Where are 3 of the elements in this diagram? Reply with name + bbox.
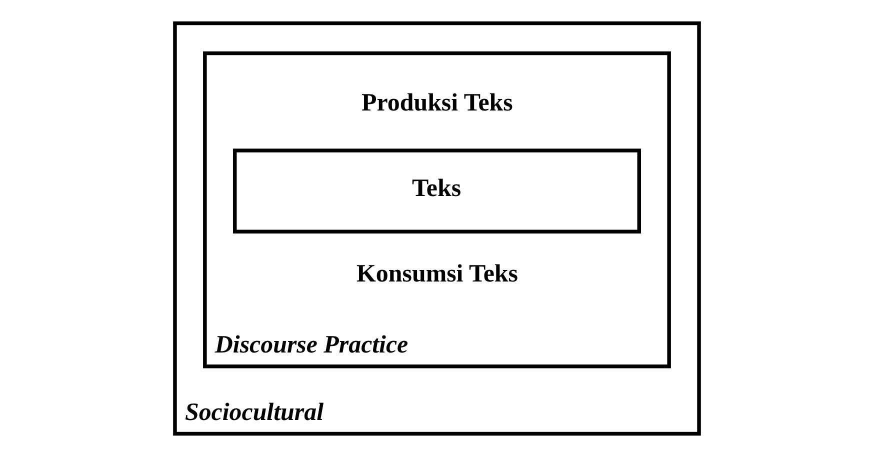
label: Produksi Teks (362, 90, 513, 117)
label: Konsumsi Teks (356, 260, 518, 288)
node-box: Teks (233, 148, 641, 234)
